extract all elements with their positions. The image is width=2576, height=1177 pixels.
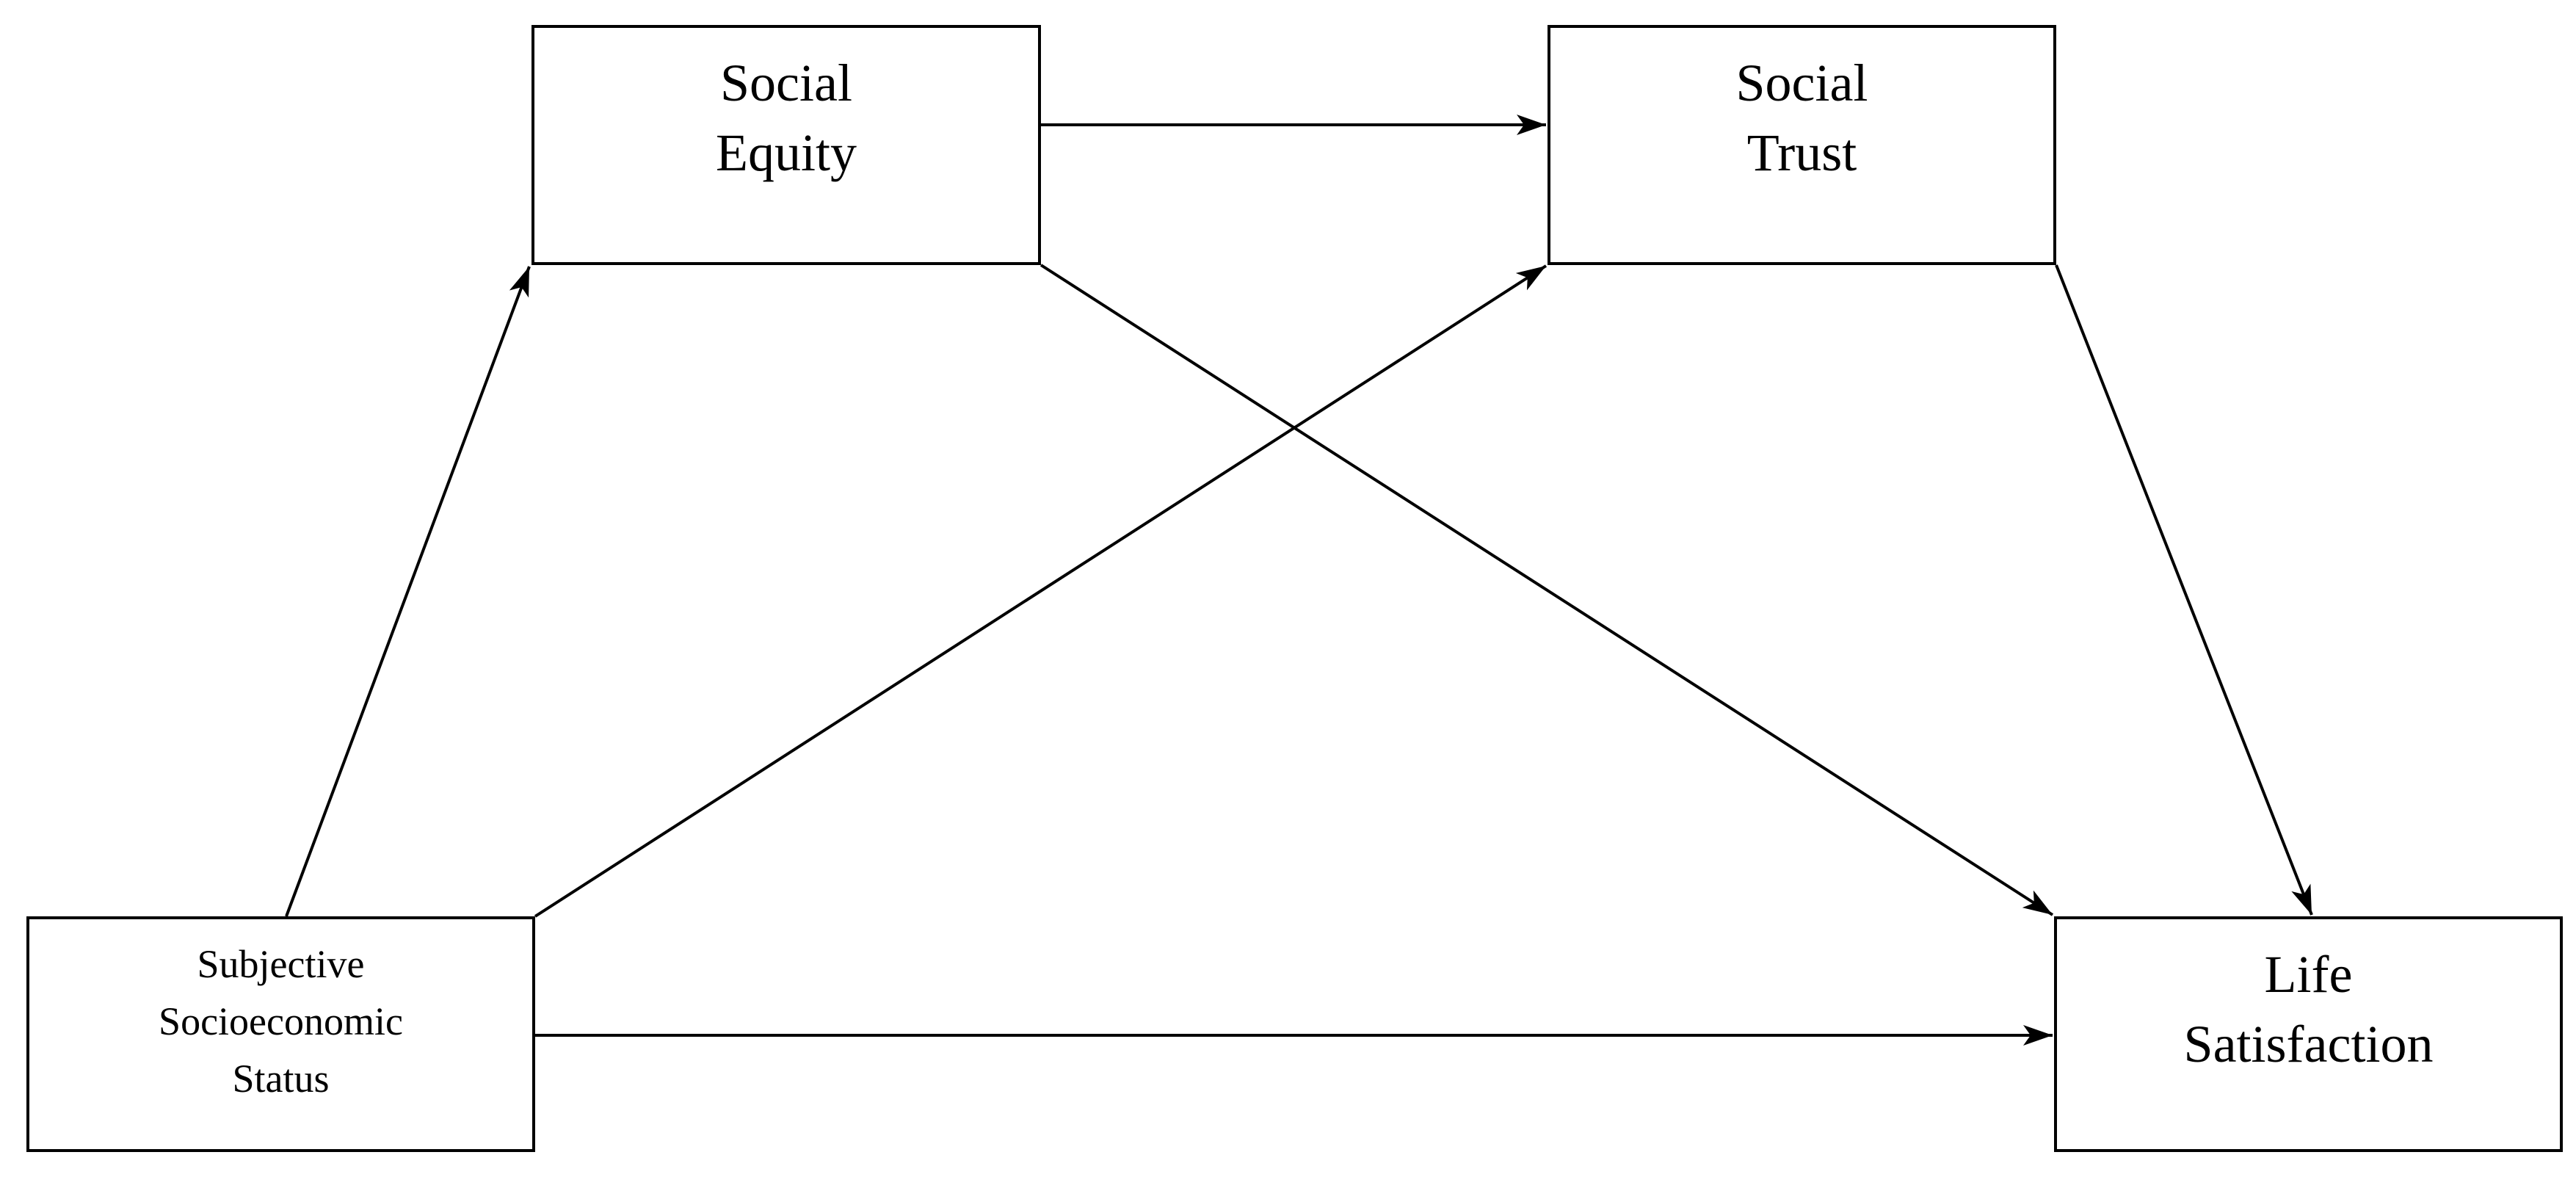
node-life-satisfaction-line-1: Life <box>2264 945 2353 1004</box>
node-subjective-ses-label: Subjective Socioeconomic Status <box>29 935 532 1107</box>
node-social-trust-line-2: Trust <box>1746 123 1857 182</box>
node-life-satisfaction: Life Satisfaction <box>2054 916 2563 1152</box>
node-subjective-ses-line-3: Status <box>232 1057 330 1101</box>
node-subjective-ses-line-1: Subjective <box>197 942 365 986</box>
node-social-trust-line-1: Social <box>1735 54 1868 112</box>
node-subjective-ses-line-2: Socioeconomic <box>159 999 403 1043</box>
node-life-satisfaction-line-2: Satisfaction <box>2183 1015 2434 1073</box>
node-life-satisfaction-label: Life Satisfaction <box>2057 940 2560 1079</box>
arrow-subjective-ses-to-social-trust <box>534 264 1548 918</box>
node-social-trust-label: Social Trust <box>1550 48 2053 188</box>
arrow-subjective-ses-to-social-equity <box>285 266 531 917</box>
arrow-social-trust-to-life-satisfaction <box>2055 264 2313 916</box>
node-social-equity-line-1: Social <box>720 54 852 112</box>
node-social-equity-label: Social Equity <box>534 48 1038 188</box>
node-social-equity-line-2: Equity <box>716 123 857 182</box>
node-social-trust: Social Trust <box>1548 25 2056 265</box>
node-subjective-ses: Subjective Socioeconomic Status <box>26 916 535 1152</box>
arrow-social-equity-to-life-satisfaction <box>1040 264 2054 916</box>
node-social-equity: Social Equity <box>531 25 1041 265</box>
